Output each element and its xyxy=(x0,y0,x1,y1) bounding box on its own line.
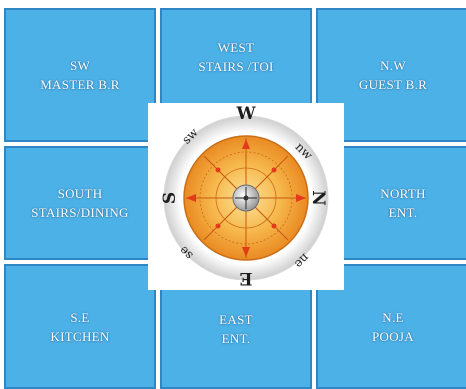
cell-direction: N.W xyxy=(359,56,427,75)
cell-se-kitchen: S.E KITCHEN xyxy=(4,264,156,389)
cell-label: NORTH ENT. xyxy=(380,184,426,222)
compass-label-s: S xyxy=(160,192,180,204)
cell-label: EAST ENT. xyxy=(219,310,253,348)
cell-label: WEST STAIRS /TOI xyxy=(198,38,273,76)
cell-label: N.W GUEST B.R xyxy=(359,56,427,94)
cell-direction: N.E xyxy=(372,308,414,327)
cell-south-stairs-dining: SOUTH STAIRS/DINING xyxy=(4,146,156,260)
cell-label: SW MASTER B.R xyxy=(40,56,120,94)
cell-direction: WEST xyxy=(198,38,273,57)
cell-room: ENT. xyxy=(380,203,426,222)
cell-direction: SW xyxy=(40,56,120,75)
cell-room: ENT. xyxy=(219,329,253,348)
compass-label-w: W xyxy=(235,104,256,124)
cell-sw-master-bedroom: SW MASTER B.R xyxy=(4,8,156,142)
cell-room: MASTER B.R xyxy=(40,75,120,94)
cell-direction: S.E xyxy=(50,308,109,327)
cell-direction: NORTH xyxy=(380,184,426,203)
compass-label-n: N xyxy=(308,190,328,206)
cell-label: SOUTH STAIRS/DINING xyxy=(31,184,128,222)
cell-label: N.E POOJA xyxy=(372,308,414,346)
cell-room: KITCHEN xyxy=(50,327,109,346)
cell-room: STAIRS /TOI xyxy=(198,57,273,76)
cell-label: S.E KITCHEN xyxy=(50,308,109,346)
compass-panel: W N S E sw nw se ne xyxy=(148,103,344,290)
compass-icon: W N S E sw nw se ne xyxy=(148,103,344,290)
cell-direction: EAST xyxy=(219,310,253,329)
cell-room: STAIRS/DINING xyxy=(31,203,128,222)
compass-label-e: E xyxy=(239,268,252,288)
cell-direction: SOUTH xyxy=(31,184,128,203)
cell-room: GUEST B.R xyxy=(359,75,427,94)
cell-room: POOJA xyxy=(372,327,414,346)
